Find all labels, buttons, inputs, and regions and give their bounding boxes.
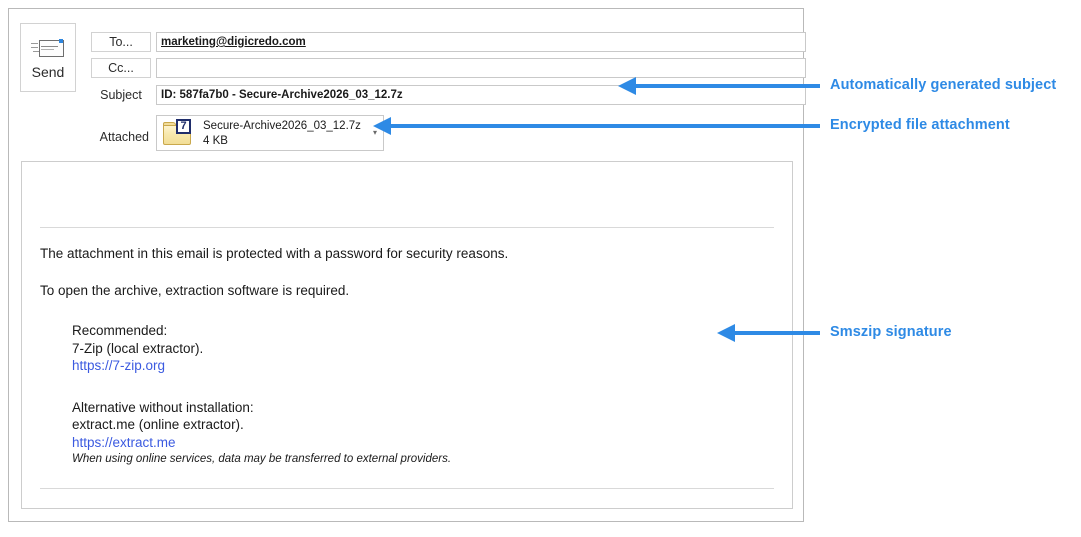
sevenzip-badge-label: 7 [176,119,191,134]
cc-button[interactable]: Cc... [91,58,151,78]
body-paragraph-2: To open the archive, extraction software… [40,283,350,298]
attachment-filesize: 4 KB [203,134,228,147]
annotation-arrow-attachment [373,117,391,135]
annotation-label-subject: Automatically generated subject [830,77,1057,93]
to-input[interactable]: marketing@digicredo.com [156,32,806,52]
online-service-note: When using online services, data may be … [72,453,452,465]
subject-value: ID: 587fa7b0 - Secure-Archive2026_03_12.… [161,89,403,101]
body-divider-top [40,227,774,228]
subject-label: Subject [100,88,142,102]
sevenzip-link[interactable]: https://7-zip.org [72,358,166,373]
annotation-arrow-signature [717,324,735,342]
alternative-extractor-block: Alternative without installation: extrac… [72,399,774,468]
sevenzip-archive-icon: 7 [162,119,196,147]
annotation-label-attachment: Encrypted file attachment [830,117,1010,133]
extractme-link[interactable]: https://extract.me [72,434,176,450]
annotation-label-signature: Smszip signature [830,324,952,340]
subject-input[interactable]: ID: 587fa7b0 - Secure-Archive2026_03_12.… [156,85,806,105]
recommended-heading: Recommended: [72,323,168,338]
message-body-content: The attachment in this email is protecte… [22,227,792,508]
send-button-label: Send [31,63,65,80]
attachment-details: Secure-Archive2026_03_12.7z 4 KB [203,119,367,148]
attachment-chip[interactable]: 7 Secure-Archive2026_03_12.7z 4 KB ▾ [156,115,384,151]
to-recipient-value: marketing@digicredo.com [161,36,306,48]
recommended-detail: 7-Zip (local extractor). [72,340,204,356]
recommended-extractor-block: Recommended: 7-Zip (local extractor). ht… [72,322,774,375]
compose-header: Send To... marketing@digicredo.com Cc...… [9,9,806,151]
send-button[interactable]: Send [20,23,76,92]
annotation-line-subject [636,84,820,88]
annotation-line-signature [735,331,820,335]
to-button[interactable]: To... [91,32,151,52]
body-paragraph-1: The attachment in this email is protecte… [40,246,509,261]
message-body-panel[interactable]: The attachment in this email is protecte… [21,161,793,509]
cc-input[interactable] [156,58,806,78]
alternative-detail: extract.me (online extractor). [72,417,244,432]
annotation-arrow-subject [618,77,636,95]
alternative-heading: Alternative without installation: [72,399,254,415]
envelope-send-icon [31,37,65,61]
attachment-filename: Secure-Archive2026_03_12.7z [203,119,361,132]
mail-compose-window: Send To... marketing@digicredo.com Cc...… [8,8,806,522]
annotation-line-attachment [391,124,820,128]
body-divider-bottom [40,488,774,489]
attached-label: Attached [99,130,149,144]
